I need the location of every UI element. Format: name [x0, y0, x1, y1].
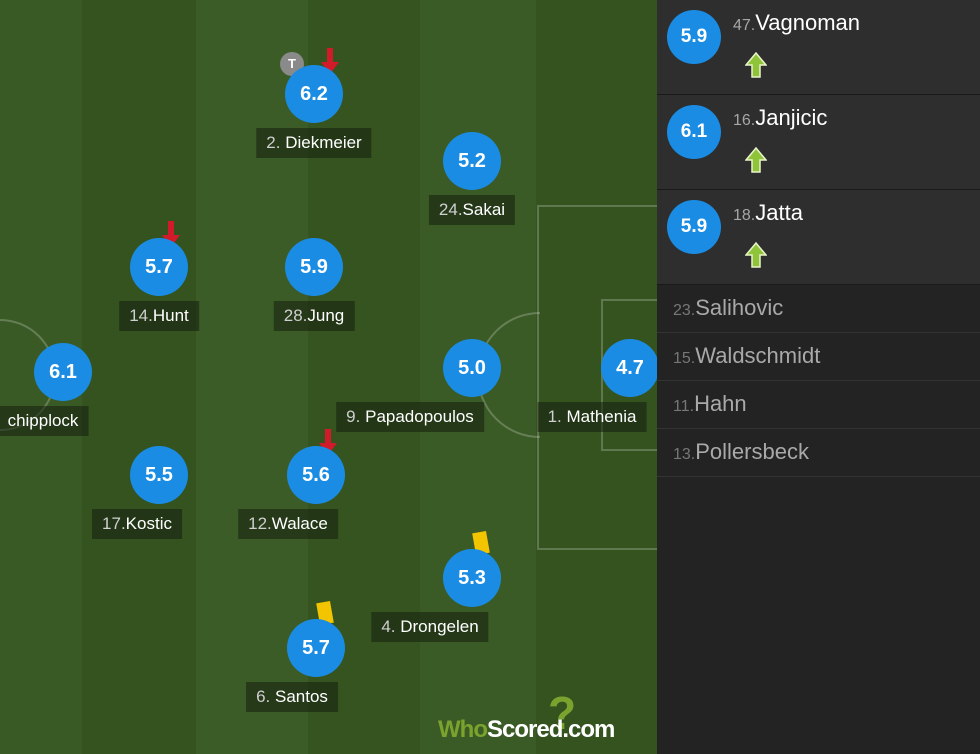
subbed-on-arrow-icon [745, 147, 767, 173]
player-rating: 5.0 [443, 339, 501, 397]
substitute-row[interactable]: 5.9 18.Jatta [657, 190, 980, 285]
player-rating: 6.1 [667, 105, 721, 159]
player-name: 9. Papadopoulos [336, 402, 484, 432]
player-name: 17.Kostic [92, 509, 182, 539]
player-name: chipplock [0, 406, 89, 436]
player-name: 28.Jung [273, 301, 355, 331]
player-rating: 5.7 [130, 238, 188, 296]
player-name: 23.Salihovic [673, 295, 784, 320]
player-rating: 6.2 [285, 65, 343, 123]
player-rating: 5.9 [667, 200, 721, 254]
pitch: T 6.2 2. Diekmeier 5.2 24.Sakai 5.7 14.H… [0, 0, 657, 754]
unused-sub-row[interactable]: 15.Waldschmidt [657, 333, 980, 381]
player-name: 4. Drongelen [371, 612, 489, 642]
player-rating: 5.2 [443, 132, 501, 190]
player-name: 24.Sakai [428, 195, 516, 225]
player-rating: 5.6 [287, 446, 345, 504]
player-rating: 5.9 [667, 10, 721, 64]
player-name: 47.Vagnoman [733, 10, 861, 35]
question-mark-logo-icon: ? [548, 687, 577, 739]
subbed-on-arrow-icon [745, 242, 767, 268]
player-rating: 5.3 [443, 549, 501, 607]
player-rating: 5.5 [130, 446, 188, 504]
player-name: 12.Walace [238, 509, 338, 539]
player-name: 15.Waldschmidt [673, 343, 821, 368]
player-rating: 5.7 [287, 619, 345, 677]
unused-sub-row[interactable]: 11.Hahn [657, 381, 980, 429]
subbed-on-arrow-icon [745, 52, 767, 78]
player-rating: 5.9 [285, 238, 343, 296]
player-name: 11.Hahn [673, 391, 747, 416]
substitute-row[interactable]: 5.9 47.Vagnoman [657, 0, 980, 95]
player-name: 6. Santos [246, 682, 338, 712]
player-name: 14.Hunt [119, 301, 199, 331]
substitute-row[interactable]: 6.1 16.Janjicic [657, 95, 980, 190]
unused-sub-row[interactable]: 23.Salihovic [657, 285, 980, 333]
player-name: 13.Pollersbeck [673, 439, 809, 464]
player-name: 18.Jatta [733, 200, 803, 225]
bench-panel: 5.9 47.Vagnoman 6.1 16.Janjicic 5.9 18.J… [657, 0, 980, 754]
whoscored-logo: ? WhoScored.com [438, 687, 615, 743]
player-rating: 4.7 [601, 339, 657, 397]
unused-sub-row[interactable]: 13.Pollersbeck [657, 429, 980, 477]
player-name: 2. Diekmeier [256, 128, 372, 158]
player-name: 1. Mathenia [537, 402, 647, 432]
player-rating: 6.1 [34, 343, 92, 401]
player-name: 16.Janjicic [733, 105, 828, 130]
